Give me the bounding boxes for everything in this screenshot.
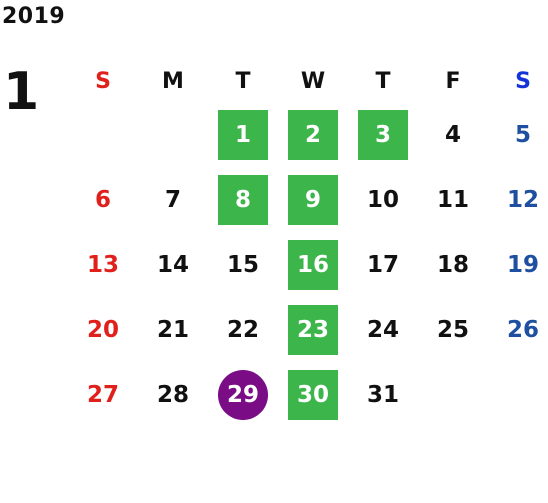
week-row: 27 28 29 30 31 xyxy=(68,362,548,427)
day-cell[interactable]: 22 xyxy=(226,316,259,343)
day-cell[interactable]: 6 xyxy=(94,186,111,213)
day-cell[interactable]: 25 xyxy=(436,316,469,343)
day-cell[interactable]: 28 xyxy=(156,381,189,408)
weekday-label-wed: W xyxy=(300,68,326,94)
day-cell[interactable]: 24 xyxy=(366,316,399,343)
weekday-label-tue: T xyxy=(235,68,251,94)
day-cell[interactable]: 7 xyxy=(164,186,181,213)
day-cell xyxy=(138,110,208,160)
day-cell[interactable]: 16 xyxy=(278,239,348,290)
week-row: 6 7 8 9 10 11 12 xyxy=(68,167,548,232)
year-label: 2019 xyxy=(2,4,66,29)
day-cell[interactable]: 5 xyxy=(514,121,531,148)
day-cell[interactable]: 1 xyxy=(208,109,278,160)
day-cell[interactable]: 20 xyxy=(86,316,119,343)
month-number: 1 xyxy=(3,62,40,122)
day-cell[interactable]: 13 xyxy=(86,251,119,278)
weekday-label-mon: M xyxy=(162,68,184,94)
day-cell[interactable]: 23 xyxy=(278,304,348,355)
day-cell[interactable]: 17 xyxy=(366,251,399,278)
weekday-header: S M T W T F S xyxy=(68,60,548,102)
day-cell[interactable]: 10 xyxy=(366,186,399,213)
day-cell[interactable]: 3 xyxy=(348,109,418,160)
day-cell[interactable]: 21 xyxy=(156,316,189,343)
calendar-grid: S M T W T F S 1 2 3 4 5 6 7 8 9 10 11 12… xyxy=(68,60,548,427)
weekday-label-thu: T xyxy=(375,68,391,94)
day-cell[interactable]: 30 xyxy=(278,369,348,420)
day-cell[interactable]: 4 xyxy=(444,121,461,148)
day-cell[interactable]: 14 xyxy=(156,251,189,278)
week-row: 20 21 22 23 24 25 26 xyxy=(68,297,548,362)
weekday-label-fri: F xyxy=(445,68,461,94)
week-row: 13 14 15 16 17 18 19 xyxy=(68,232,548,297)
day-cell[interactable]: 18 xyxy=(436,251,469,278)
day-cell[interactable]: 8 xyxy=(208,174,278,225)
day-cell[interactable]: 2 xyxy=(278,109,348,160)
day-cell[interactable]: 9 xyxy=(278,174,348,225)
weekday-label-sat: S xyxy=(515,68,531,94)
week-row: 1 2 3 4 5 xyxy=(68,102,548,167)
day-cell[interactable]: 12 xyxy=(506,186,539,213)
day-cell[interactable]: 31 xyxy=(366,381,399,408)
day-cell xyxy=(488,370,548,420)
day-cell[interactable]: 11 xyxy=(436,186,469,213)
day-cell-circled[interactable]: 29 xyxy=(208,369,278,420)
weekday-label-sun: S xyxy=(95,68,111,94)
day-cell[interactable]: 27 xyxy=(86,381,119,408)
day-cell[interactable]: 15 xyxy=(226,251,259,278)
day-cell[interactable]: 19 xyxy=(506,251,539,278)
day-cell[interactable]: 26 xyxy=(506,316,539,343)
day-cell xyxy=(68,110,138,160)
day-cell xyxy=(418,370,488,420)
